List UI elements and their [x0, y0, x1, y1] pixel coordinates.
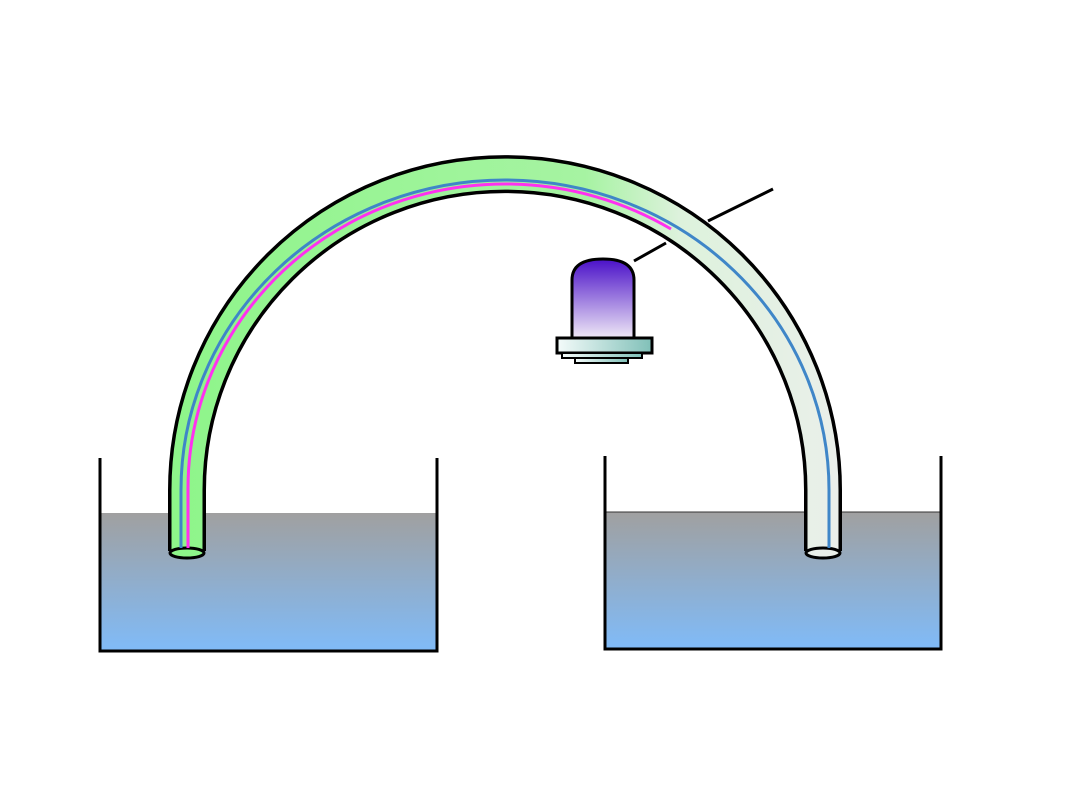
right-tube-end — [804, 546, 842, 560]
lamp-base — [555, 336, 654, 355]
label-pointer-line — [707, 187, 774, 223]
left-beaker-wall — [98, 458, 439, 653]
uv-lamp — [555, 257, 654, 364]
blue-fiber — [179, 178, 831, 548]
left-water — [100, 513, 437, 651]
left-beaker — [98, 458, 439, 653]
lamp-bulb — [570, 257, 636, 340]
right-water — [605, 512, 941, 649]
magenta-fiber — [186, 182, 672, 548]
left-tube-end — [168, 546, 206, 560]
light-ray-line — [633, 241, 667, 263]
right-beaker — [603, 456, 943, 651]
right-beaker-wall — [603, 456, 943, 651]
siphon-tube — [168, 155, 842, 560]
